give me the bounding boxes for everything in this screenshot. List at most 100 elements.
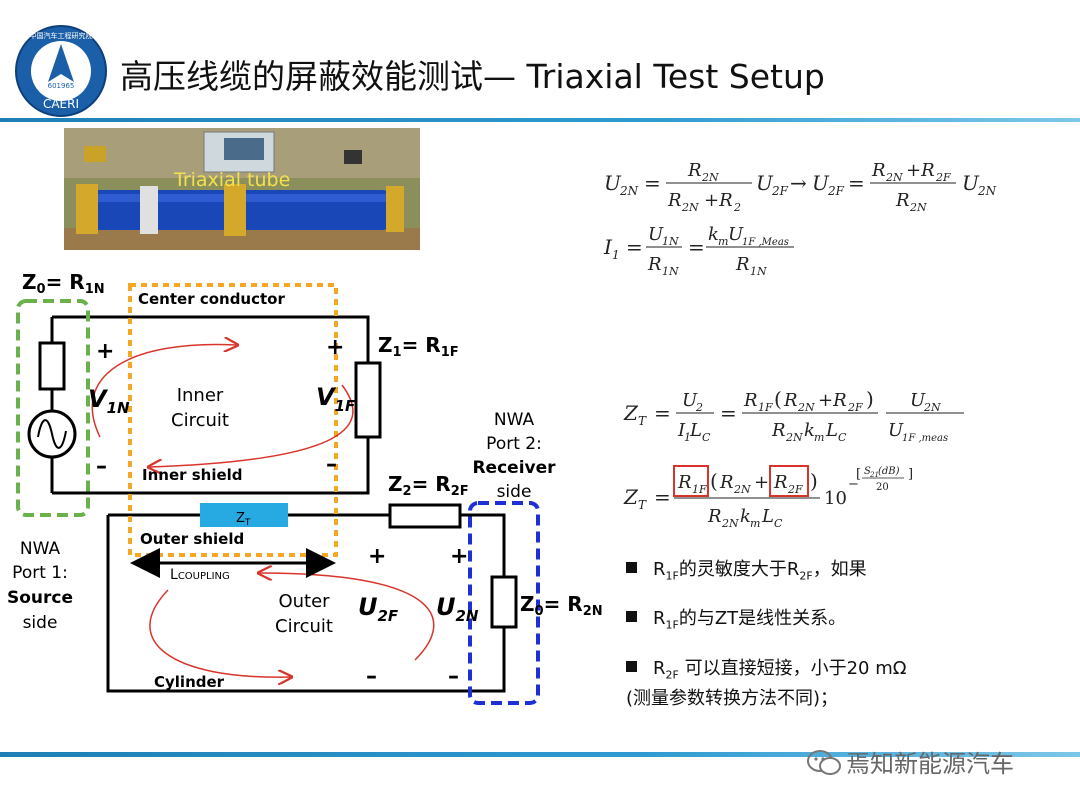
svg-text:1: 1 [684,431,691,444]
svg-text:Z: Z [623,485,639,509]
photo-label: Triaxial tube [173,169,290,191]
svg-text:2N: 2N [785,431,803,444]
outer-current-arrow-bottom [149,589,290,677]
svg-text:R: R [771,420,786,441]
zt-block [200,503,288,527]
svg-text:−: − [848,477,859,492]
svg-text:I: I [677,420,686,441]
svg-text:R: R [667,190,682,211]
bullet-3-line2: (测量参数转换方法不同)； [626,688,839,709]
minus-right-label: – [326,452,337,477]
minus-u2n-label: – [448,664,459,689]
v1n-label: V1N [88,385,130,417]
bullet-2: R1F的与ZT是线性关系。 [626,604,846,632]
svg-text:R: R [707,506,722,527]
svg-text:): ) [866,387,874,411]
svg-text:R: R [647,254,662,275]
bullet-square-icon [626,562,637,573]
svg-text:U: U [812,171,830,195]
svg-text:=: = [688,235,705,259]
bullet-1: R1F的灵敏度大于R2F，如果 [626,555,867,583]
wechat-icon [807,750,841,775]
nwa1-line4: side [23,613,58,633]
svg-text:=: = [848,171,865,195]
svg-text:[: [ [856,467,861,482]
svg-text:U: U [648,224,664,245]
source-resistor [38,341,66,391]
page-title: 高压线缆的屏蔽效能测试— Triaxial Test Setup [120,57,825,96]
svg-text:R: R [895,190,910,211]
svg-text:k: k [804,420,815,441]
svg-text:1F ,Meas: 1F ,Meas [742,237,789,248]
svg-text:(: ( [710,469,718,493]
nwa2-line2: Port 2: [486,434,542,454]
svg-text:T: T [638,414,647,428]
svg-text:U: U [756,171,774,195]
title-divider [0,118,1080,122]
z1-label: Z1= R1F [378,333,459,360]
svg-text:2: 2 [695,401,703,414]
lcoupling-label: LCOUPLING [170,567,230,583]
u2f-label: U2F [358,593,399,625]
svg-text:L: L [761,506,774,527]
svg-text:=: = [720,401,737,425]
svg-text:21: 21 [869,471,879,479]
v1f-label: V1F [316,383,356,415]
svg-text:+: + [754,472,769,493]
bullet-square-icon [626,661,637,672]
svg-text:1F: 1F [758,401,773,414]
svg-text:+R: +R [906,160,935,181]
triaxial-tube-photo: Triaxial tube [64,128,420,250]
svg-text:T: T [638,498,647,512]
svg-text:C: C [702,431,711,444]
svg-text:R: R [687,160,702,181]
nwa2-line4: side [497,482,532,502]
bullet-3: R2F 可以直接短接，小于20 mΩ [626,654,906,682]
svg-text:U: U [728,224,744,245]
svg-text:R: R [783,390,798,411]
svg-text:U: U [910,390,926,411]
z2-label: Z2= R2F [388,472,469,499]
inner-circuit-label-2: Circuit [171,410,229,431]
svg-text:(: ( [774,387,782,411]
logo-ring-text: 中国汽车工程研究院 [30,31,93,40]
svg-text:2N: 2N [721,517,739,530]
svg-text:2F: 2F [847,401,863,414]
svg-text:1N: 1N [662,235,679,248]
svg-text:k: k [708,224,719,245]
svg-text:2: 2 [733,201,741,214]
svg-text:2N: 2N [909,201,927,214]
svg-text:2N: 2N [733,483,751,496]
inner-current-arrow-top [91,345,236,438]
svg-text:Z: Z [623,401,639,425]
svg-text:I: I [603,235,613,259]
svg-text:20: 20 [876,482,889,493]
caeri-logo: CAERI 601965 中国汽车工程研究院 [14,24,108,118]
z2-resistor [388,503,462,529]
svg-text:m: m [814,431,824,444]
nwa-port2-box [468,501,540,705]
svg-text:=: = [654,485,671,509]
svg-text:2F: 2F [827,184,845,198]
svg-text:R: R [735,254,750,275]
svg-text:U: U [604,171,622,195]
plus-u2f-label: + [368,544,386,569]
nwa1-line1: NWA [20,539,61,559]
nwa-port1-box [16,299,90,517]
triaxial-circuit-diagram: Z0= R1N Center conductor Z1= R1F + + V1N… [7,270,603,705]
svg-text:→: → [790,171,807,195]
watermark-text: 焉知新能源汽车 [846,750,1014,778]
svg-text:=: = [626,235,643,259]
z1-resistor [354,361,382,439]
svg-text:2N: 2N [923,401,941,414]
outer-shield-label: Outer shield [140,530,244,548]
center-conductor-label: Center conductor [138,290,285,308]
svg-text:U: U [682,390,698,411]
cylinder-label: Cylinder [154,673,225,691]
z0-right-resistor [490,575,518,629]
bullet-square-icon [626,611,637,622]
z0-left-label: Z0= R1N [22,270,105,297]
svg-text:1N: 1N [662,265,679,278]
plus-left-label: + [96,339,114,364]
inner-circuit-label-1: Inner [177,385,224,406]
